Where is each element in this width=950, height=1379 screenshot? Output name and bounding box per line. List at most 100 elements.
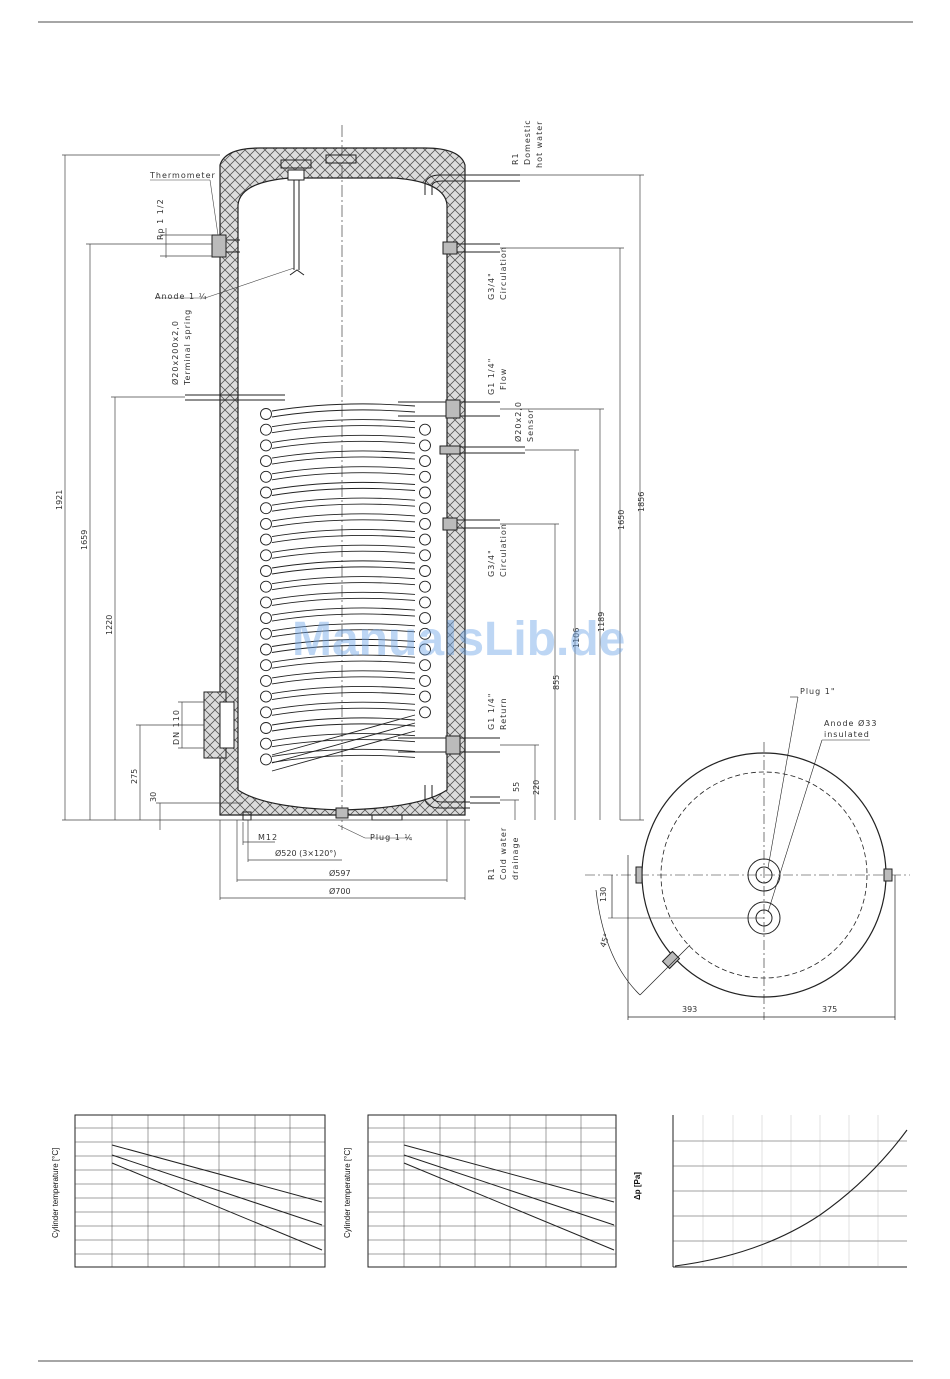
label-circulation-top: Circulation [499, 246, 508, 300]
coil-tube-right [419, 690, 431, 703]
coil-tube-left [260, 596, 272, 609]
coil-tube-left [260, 722, 272, 734]
coil-turn [271, 419, 416, 434]
coil-tube-right [419, 674, 431, 687]
coil-tube-right [419, 659, 431, 672]
coil-tube-left [260, 580, 272, 593]
coil-return-loop [271, 714, 416, 756]
coil-turn [271, 748, 416, 763]
coil-tube-left [260, 674, 272, 687]
coil-tube-right [419, 423, 431, 436]
chart-3 [672, 1115, 908, 1268]
coil-tube-left [260, 549, 272, 562]
dim-393: 393 [682, 1005, 697, 1014]
coil-tube-left [260, 408, 272, 420]
dim-130: 130 [599, 887, 608, 902]
drawing-labels: Thermometer Rp 1 1/2 Anode 1 ¼ Ø20x200x2… [149, 119, 877, 880]
coil-tube-right [419, 580, 431, 593]
coil-tube-right [419, 517, 431, 530]
coil-turn [271, 670, 416, 685]
dim-1921: 1921 [55, 490, 64, 510]
coil-turn [271, 481, 416, 496]
label-plug-bottom: Plug 1 ¼ [370, 833, 413, 842]
coil-tube-left [260, 737, 272, 750]
label-flow: Flow [499, 368, 508, 390]
dim-1220: 1220 [105, 615, 114, 635]
coil-tube-left [260, 690, 272, 703]
dim-45: 45° [598, 932, 611, 948]
coil-return-loop [271, 730, 416, 772]
coil-turn [271, 450, 416, 465]
label-return: Return [499, 697, 508, 730]
dim-375: 375 [822, 1005, 837, 1014]
chart1-ylabel: Cylinder temperature [°C] [51, 1148, 60, 1238]
inner-tank [237, 177, 448, 811]
coil-turn [271, 513, 416, 528]
coil-turn [271, 701, 416, 716]
coil-tube-left [260, 627, 272, 640]
coil-turn [271, 560, 416, 575]
coil-tube-left [260, 470, 272, 483]
coil-turn [271, 733, 416, 748]
coil-tube-right [419, 612, 431, 625]
label-hot-water: hot water [535, 121, 544, 168]
coil-tube-right [419, 470, 431, 483]
label-terminal-spring-size: Ø20x200x2,0 [170, 320, 180, 385]
label-g114-return: G1 1/4" [487, 693, 496, 730]
label-anode: Anode 1 ¼ [155, 292, 207, 301]
label-anode33: Anode Ø33 [824, 718, 877, 728]
dim-700: Ø700 [329, 886, 351, 896]
coil-turn [271, 544, 416, 559]
label-sensor: Sensor [526, 409, 535, 442]
dim-1106: 1106 [572, 628, 581, 648]
coil-tube-left [260, 533, 272, 546]
label-rp: Rp 1 1/2 [156, 198, 165, 240]
label-m12: M12 [258, 833, 278, 842]
coil-tube-right [419, 486, 431, 499]
coil-tube-left [260, 517, 272, 530]
label-dn110: DN 110 [172, 709, 181, 745]
coil-tube-left [260, 565, 272, 577]
label-insulated: insulated [824, 730, 870, 739]
coil-tube-right [419, 502, 431, 515]
coil-tube-right [419, 439, 431, 452]
label-drainage: drainage [511, 837, 520, 880]
dim-520: Ø520 (3×120°) [275, 848, 336, 858]
coil-turn [271, 717, 416, 732]
dim-275: 275 [130, 769, 139, 784]
heating-coil [260, 403, 431, 772]
coil-turn [271, 686, 416, 701]
label-g114-flow: G1 1/4" [487, 358, 496, 395]
dim-1856: 1856 [637, 492, 646, 512]
label-cold-water: Cold water [499, 827, 508, 880]
coil-return-loop [271, 722, 416, 764]
coil-tube-left [260, 753, 272, 766]
label-domestic: Domestic [523, 119, 532, 165]
chart-2 [367, 1114, 617, 1268]
dim-30: 30 [149, 792, 158, 802]
coil-tube-left [260, 612, 272, 625]
coil-tube-left [260, 643, 272, 656]
dim-1189: 1189 [597, 612, 606, 632]
top-view [585, 696, 910, 1020]
dim-55: 55 [512, 782, 521, 792]
dimension-labels: 1921 1659 1220 275 30 1856 1650 1189 110… [55, 490, 837, 1014]
coil-tube-left [260, 659, 272, 672]
coil-turn [271, 638, 416, 653]
label-r1-top: R1 [511, 152, 520, 165]
label-r1-bottom: R1 [487, 867, 496, 880]
coil-tube-right [419, 643, 431, 656]
label-terminal-spring: Terminal spring [183, 309, 192, 386]
label-circulation-mid: Circulation [499, 523, 508, 577]
coil-turn [271, 466, 416, 481]
chart3-ylabel: Δp [Pa] [633, 1172, 642, 1200]
coil-tube-right [419, 627, 431, 640]
dim-597: Ø597 [329, 868, 351, 878]
coil-turn [271, 654, 416, 669]
chart-labels: Cylinder temperature [°C] Cylinder tempe… [51, 1148, 642, 1238]
coil-tube-right [419, 565, 431, 577]
coil-tube-left [260, 502, 272, 515]
coil-tube-right [419, 706, 431, 719]
dimensions-right [500, 174, 644, 821]
